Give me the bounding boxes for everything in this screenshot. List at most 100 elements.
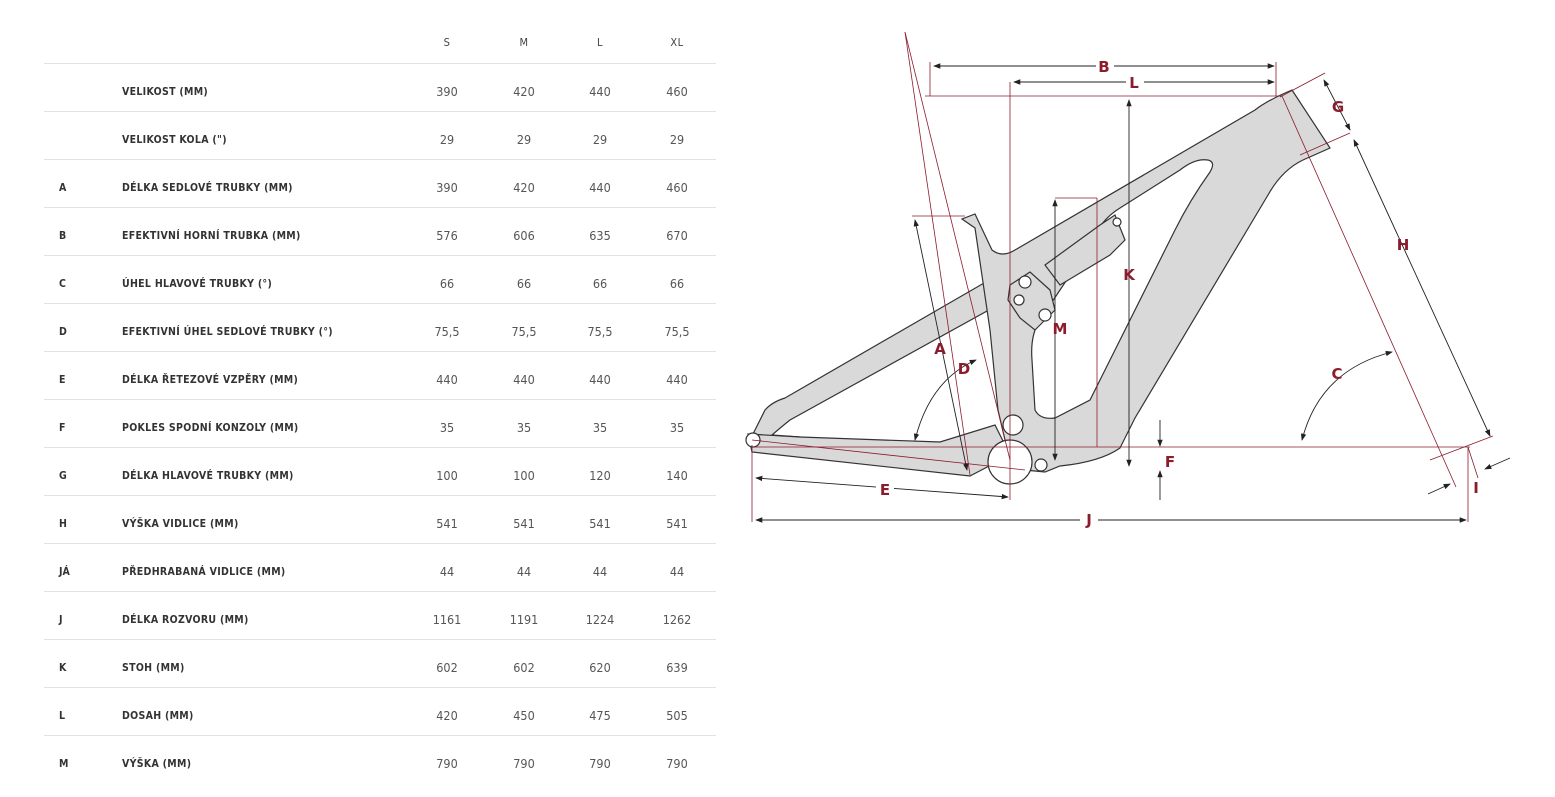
size-value: 66 — [669, 276, 685, 291]
size-value: 44 — [592, 564, 608, 579]
size-value: 44 — [439, 564, 455, 579]
table-row: A DÉLKA SEDLOVÉ TRUBKY (MM) 390 420 440 460 — [44, 159, 716, 208]
size-value: 620 — [589, 660, 611, 675]
size-value: 390 — [436, 180, 458, 195]
size-value: 29 — [439, 132, 455, 147]
dimension-letter: G — [59, 470, 67, 482]
size-value: 670 — [666, 228, 688, 243]
pivot — [1112, 217, 1122, 227]
dimension-label: VÝŠKA VIDLICE (MM) — [122, 518, 239, 530]
rear-shock — [1044, 214, 1126, 286]
size-value: 505 — [666, 708, 688, 723]
size-value: 790 — [589, 756, 611, 771]
size-value: 420 — [513, 180, 535, 195]
dimension-letter: K — [59, 662, 67, 674]
dimension-label: STOH (MM) — [122, 662, 185, 674]
chain-stay — [747, 424, 1011, 477]
size-value: 440 — [513, 372, 535, 387]
dimension-label: DÉLKA SEDLOVÉ TRUBKY (MM) — [122, 182, 293, 194]
dimension-label: EFEKTIVNÍ ÚHEL SEDLOVÉ TRUBKY (°) — [122, 326, 333, 338]
size-value: 440 — [436, 372, 458, 387]
dimension-label: DÉLKA ŘETEZOVÉ VZPĚRY (MM) — [122, 374, 299, 386]
size-value: 420 — [436, 708, 458, 723]
dimension-letter: D — [59, 326, 67, 338]
size-value: 66 — [592, 276, 608, 291]
label-l: L — [1129, 74, 1139, 92]
size-value: 66 — [439, 276, 455, 291]
size-value: 35 — [592, 420, 608, 435]
size-value: 35 — [516, 420, 532, 435]
dimension-label: EFEKTIVNÍ HORNÍ TRUBKA (MM) — [122, 230, 301, 242]
dimension-letter: C — [59, 278, 66, 290]
size-value: 100 — [436, 468, 458, 483]
size-value: 140 — [666, 468, 688, 483]
size-value: 440 — [589, 180, 611, 195]
pivot — [1038, 308, 1052, 322]
size-value: 29 — [516, 132, 532, 147]
size-value: 606 — [513, 228, 535, 243]
size-value: 44 — [516, 564, 532, 579]
size-value: 460 — [666, 180, 688, 195]
size-value: 440 — [589, 84, 611, 99]
size-value: 635 — [589, 228, 611, 243]
size-value: 75,5 — [587, 324, 613, 339]
size-value: 100 — [513, 468, 535, 483]
dimension-label: POKLES SPODNÍ KONZOLY (MM) — [122, 422, 299, 434]
dimension-letter: JÁ — [59, 566, 70, 578]
size-value: 1262 — [662, 612, 692, 627]
pivot — [1002, 414, 1024, 436]
size-value: 29 — [669, 132, 685, 147]
drop-arrows — [1157, 420, 1511, 500]
dimension-label: DÉLKA HLAVOVÉ TRUBKY (MM) — [122, 470, 294, 482]
label-g: G — [1332, 98, 1344, 116]
size-value: 790 — [436, 756, 458, 771]
table-row: D EFEKTIVNÍ ÚHEL SEDLOVÉ TRUBKY (°) 75,5 75… — [44, 303, 716, 352]
size-value: 440 — [666, 372, 688, 387]
size-value: 75,5 — [434, 324, 460, 339]
dimension-letter: F — [59, 422, 66, 434]
label-f: F — [1165, 453, 1175, 471]
label-e: E — [880, 481, 890, 499]
size-value: 460 — [666, 84, 688, 99]
size-value: 576 — [436, 228, 458, 243]
size-value: 35 — [439, 420, 455, 435]
size-value: 541 — [666, 516, 688, 531]
size-header-s: S — [443, 36, 451, 49]
size-value: 75,5 — [511, 324, 537, 339]
dimension-letter: M — [59, 758, 69, 770]
size-value: 790 — [666, 756, 688, 771]
size-value: 29 — [592, 132, 608, 147]
dimension-letter: E — [59, 374, 66, 386]
dimension-letter: H — [59, 518, 67, 530]
size-value: 420 — [513, 84, 535, 99]
label-k: K — [1123, 266, 1136, 284]
size-value: 66 — [516, 276, 532, 291]
dimension-label: PŘEDHRABANÁ VIDLICE (MM) — [122, 566, 286, 578]
size-value: 602 — [513, 660, 535, 675]
dimension-label: VELIKOST KOLA (") — [122, 134, 227, 146]
table-row: VELIKOST KOLA (") 29 29 29 29 — [44, 111, 716, 160]
size-value: 475 — [589, 708, 611, 723]
dimension-label: DÉLKA ROZVORU (MM) — [122, 614, 249, 626]
label-h: H — [1397, 236, 1410, 254]
dimension-label: ÚHEL HLAVOVÉ TRUBKY (°) — [122, 278, 273, 290]
label-a: A — [934, 340, 946, 358]
size-value: 450 — [513, 708, 535, 723]
label-c: C — [1331, 365, 1342, 383]
dimension-labels: B L G H K M A D C F E I J — [876, 56, 1479, 529]
dimension-letter: A — [59, 182, 67, 194]
size-value: 1191 — [509, 612, 539, 627]
dimension-letter: J — [59, 614, 63, 626]
size-header-m: M — [519, 36, 529, 49]
pivot — [1018, 275, 1032, 289]
